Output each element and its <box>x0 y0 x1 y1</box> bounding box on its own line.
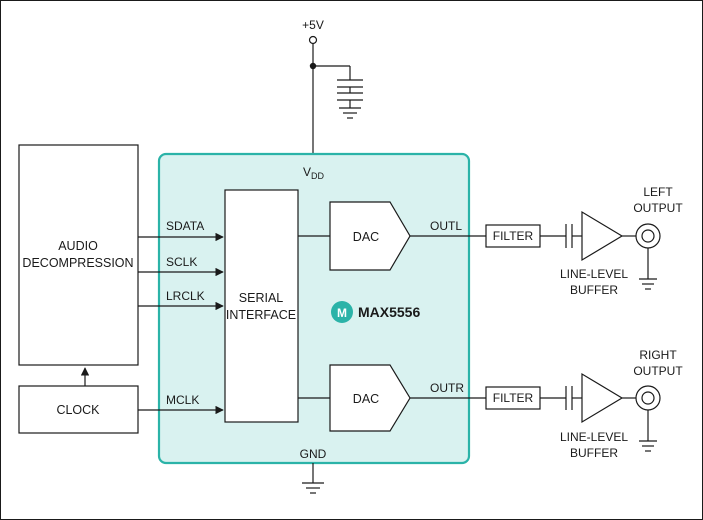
maxim-logo-icon: M <box>331 301 353 323</box>
chip-boundary <box>157 152 471 465</box>
supply-terminal <box>308 35 318 45</box>
coupling-capacitor-bottom <box>565 386 573 410</box>
chip-part-number: MAX5556 <box>358 304 420 320</box>
supply-label: +5V <box>302 18 324 32</box>
right-output-line1: RIGHT <box>639 348 677 362</box>
serial-interface-block <box>224 189 299 423</box>
ground-icon <box>339 107 361 119</box>
dac-bottom <box>329 364 411 432</box>
line-buffer-bottom <box>581 372 624 424</box>
vdd-label: VDD <box>303 165 325 181</box>
rca-jack-icon <box>635 223 661 249</box>
buffer-top-line1: LINE-LEVEL <box>560 267 628 281</box>
ground-icon <box>639 440 657 452</box>
filter-top-label: FILTER <box>493 229 534 243</box>
ground-icon <box>639 278 657 290</box>
svg-text:M: M <box>337 306 347 320</box>
rca-jack-icon <box>635 385 661 411</box>
left-output-line2: OUTPUT <box>633 201 683 215</box>
audio-decompression-block <box>18 144 139 366</box>
serial-label-line1: SERIAL <box>239 291 284 305</box>
serial-label-line2: INTERFACE <box>226 308 296 322</box>
lrclk-label: LRCLK <box>166 289 205 303</box>
sclk-label: SCLK <box>166 255 197 269</box>
ground-icon <box>302 482 324 494</box>
coupling-capacitor-top <box>565 224 573 248</box>
dac-top-label: DAC <box>353 230 379 244</box>
right-output-line2: OUTPUT <box>633 364 683 378</box>
clock-label: CLOCK <box>56 403 100 417</box>
line-buffer-top <box>581 210 624 262</box>
filter-bottom-label: FILTER <box>493 391 534 405</box>
outr-label: OUTR <box>430 381 464 395</box>
decoupling-capacitor <box>337 79 363 108</box>
buffer-bottom-line2: BUFFER <box>570 446 618 460</box>
audio-label-line1: AUDIO <box>58 239 98 253</box>
dac-top <box>329 201 411 271</box>
buffer-top-line2: BUFFER <box>570 283 618 297</box>
left-output-line1: LEFT <box>643 185 673 199</box>
gnd-label: GND <box>300 447 327 461</box>
sdata-label: SDATA <box>166 219 204 233</box>
clock-block <box>18 385 139 434</box>
outl-label: OUTL <box>430 219 462 233</box>
audio-label-line2: DECOMPRESSION <box>22 256 133 270</box>
buffer-bottom-line1: LINE-LEVEL <box>560 430 628 444</box>
dac-bottom-label: DAC <box>353 392 379 406</box>
mclk-label: MCLK <box>166 393 199 407</box>
